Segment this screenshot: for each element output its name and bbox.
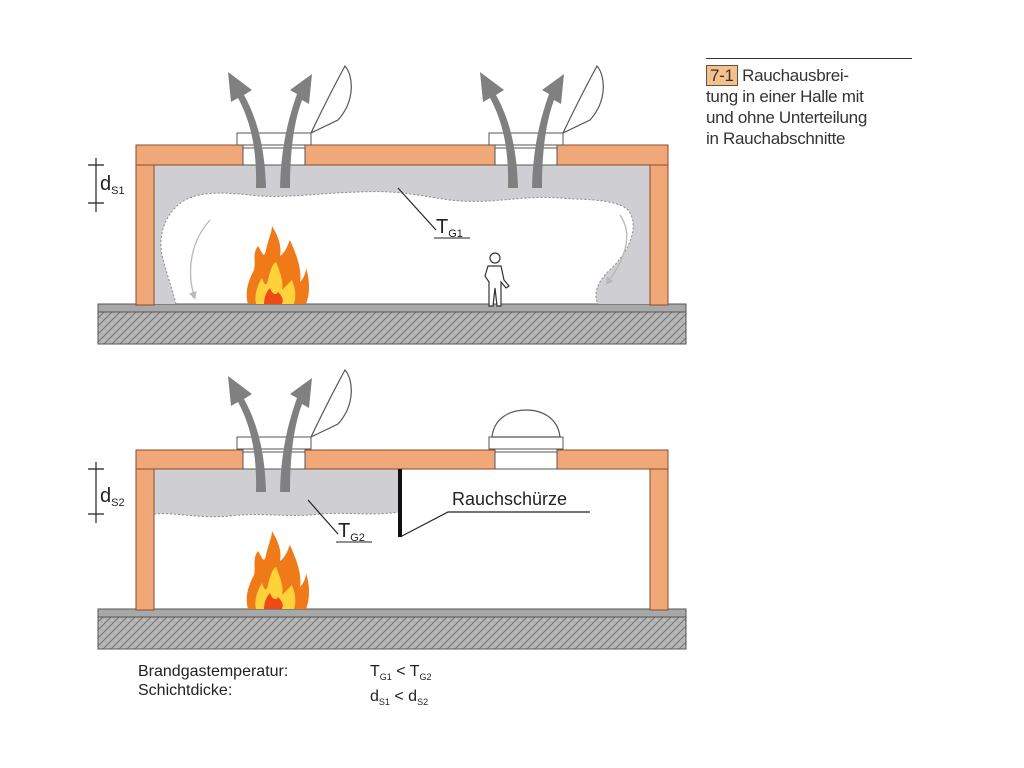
left-wall-bottom	[135, 468, 155, 611]
smoke-layer	[154, 165, 650, 304]
vent-right-curb	[494, 147, 558, 166]
left-wall	[135, 164, 155, 306]
legend-row2-label: Schichtdicke:	[138, 682, 233, 699]
ground-hatch	[97, 311, 687, 345]
caption-line-3: und ohne Unterteilung	[706, 108, 867, 127]
vent-right-curb-bottom	[494, 451, 558, 470]
vent-right-frame-bottom	[488, 436, 564, 450]
temperature-leader-top	[397, 187, 437, 231]
circulation-arrow-left	[189, 219, 211, 300]
figure-number: 7-1	[706, 65, 738, 86]
thickness-dimension-top	[88, 158, 104, 212]
smoke-curtain	[398, 469, 402, 537]
curtain-leader	[401, 511, 590, 537]
floor-slab	[97, 303, 687, 313]
figure-caption: 7-1 Rauchausbrei- tung in einer Halle mi…	[706, 58, 912, 149]
curtain-label: Rauchschürze	[452, 489, 567, 509]
vent-right-frame	[488, 132, 564, 146]
vent-left-frame	[236, 132, 312, 146]
vent-left-curb-bottom	[242, 451, 306, 470]
smoke-exit-arrows-bottom	[228, 376, 312, 492]
caption-line-4: in Rauchabschnitte	[706, 129, 846, 148]
person-icon	[484, 252, 510, 307]
caption-line-2: tung in einer Halle mit	[706, 87, 864, 106]
roof-bottom	[135, 449, 669, 470]
fire-icon	[246, 226, 309, 304]
vent-left-frame-bottom	[236, 436, 312, 450]
thickness-label-top: dS1	[100, 173, 125, 197]
smoke-exit-arrows	[228, 72, 564, 188]
roof	[135, 144, 669, 166]
circulation-arrow-right	[605, 214, 628, 286]
hall-with-smoke-section: dS2 TG2 Rauchschürze	[88, 368, 687, 650]
legend-row2-value: dS1 < dS2	[370, 688, 429, 708]
caption-line-1: Rauchausbrei-	[742, 66, 849, 85]
temperature-label-bottom: TG2	[338, 520, 365, 544]
temperature-leader-bottom	[307, 499, 339, 535]
legend-row1-value: TG1 < TG2	[370, 663, 432, 683]
smoke-boundary	[160, 191, 634, 305]
floor-slab-bottom	[97, 608, 687, 618]
vent-right-flap	[562, 64, 604, 134]
temperature-label-top: TG1	[436, 216, 463, 240]
vent-dome-closed	[491, 409, 561, 438]
thickness-dimension-bottom	[88, 462, 104, 523]
vent-left-flap	[310, 64, 352, 134]
fire-icon-bottom	[246, 531, 309, 609]
smoke-boundary-bottom	[153, 511, 401, 518]
hall-with-smoke-spread: dS1 TG1	[88, 64, 687, 345]
ground-hatch-bottom	[97, 616, 687, 650]
right-wall	[649, 164, 669, 306]
thickness-label-bottom: dS2	[100, 485, 125, 509]
legend-row1-label: Brandgastemperatur:	[138, 663, 289, 680]
vent-left-curb	[242, 147, 306, 166]
right-wall-bottom	[649, 468, 669, 611]
vent-left-flap-bottom	[310, 368, 352, 438]
smoke-layer-bottom	[154, 469, 400, 517]
